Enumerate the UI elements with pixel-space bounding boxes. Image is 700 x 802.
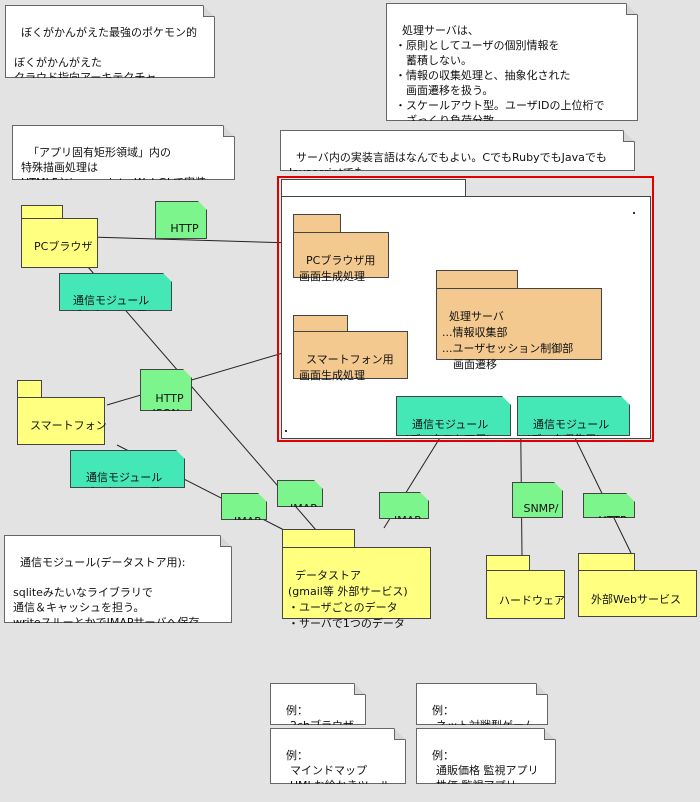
datastore-tab bbox=[282, 529, 355, 548]
example-note-monitor: 例： 通販価格 監視アプリ 株価 監視アプリ bbox=[416, 728, 556, 784]
line-pc-to-pc-render bbox=[89, 236, 294, 244]
external-web-package[interactable]: 外部Webサービス bbox=[578, 570, 697, 617]
server-frame-tab bbox=[281, 179, 466, 197]
html5-note: 「アプリ固有矩形領域」内の 特殊描画処理は HTML5とjavascript、W… bbox=[12, 125, 235, 180]
pc-render-tab bbox=[293, 214, 341, 233]
smartphone-label: スマートフォン bbox=[30, 419, 107, 432]
line-sp-to-sp-render bbox=[106, 349, 294, 406]
http-json-tag-sp: HTTP JSON bbox=[140, 369, 192, 411]
http-json-tag-pc: HTTP JSON bbox=[155, 201, 207, 239]
sp-render-label: スマートフォン用 画面生成処理 bbox=[299, 353, 394, 382]
pc-render-package[interactable]: PCブラウザ用 画面生成処理 bbox=[293, 232, 389, 283]
imap-tag-3: IMAP bbox=[379, 492, 429, 519]
example-note-game: 例： ネット対戦型ゲーム bbox=[416, 683, 548, 725]
datastore-label: データストア (gmail等 外部サービス) ・ユーザごとのデータ ・サーバで1… bbox=[288, 569, 408, 630]
comm-module-note-text: 通信モジュール(データストア用): sqliteみたいなライブラリで 通信＆キャ… bbox=[13, 556, 200, 629]
comm-module-tag-pc: 通信モジュール (データストア用) bbox=[59, 273, 172, 311]
frame-dot-top bbox=[633, 212, 635, 214]
sp-render-package[interactable]: スマートフォン用 画面生成処理 bbox=[293, 331, 408, 382]
hardware-package[interactable]: ハードウェア bbox=[486, 570, 565, 619]
frame-dot-bottom bbox=[285, 430, 287, 432]
proc-server-package[interactable]: 処理サーバ ...情報収集部 ...ユーザセッション制御部 画面遷移 bbox=[436, 288, 602, 371]
server-policy-note-text: 処理サーバは、 ・原則としてユーザの個別情報を 蓄積しない。 ・情報の収集処理と… bbox=[395, 24, 605, 127]
sp-render-tab bbox=[293, 315, 348, 332]
comm-module-note: 通信モジュール(データストア用): sqliteみたいなライブラリで 通信＆キャ… bbox=[4, 535, 232, 623]
imap-tag-2: IMAP bbox=[277, 480, 323, 507]
smartphone-tab bbox=[17, 380, 42, 398]
snmp-http-tag: SNMP/ HTTP bbox=[512, 482, 563, 518]
smartphone-package[interactable]: スマートフォン bbox=[17, 397, 107, 445]
example-note-mindmap: 例： マインドマップ UMLお絵かきツール bbox=[270, 728, 406, 784]
hardware-label: ハードウェア bbox=[499, 594, 565, 607]
external-web-tab bbox=[578, 553, 635, 571]
server-frame bbox=[277, 176, 654, 442]
pc-browser-package[interactable]: PCブラウザ bbox=[21, 218, 98, 268]
title-note-text: ぼくがかんがえた最強のポケモン的 ぼくがかんがえた クラウド指向アーキテクチャ bbox=[14, 26, 197, 84]
datastore-package[interactable]: データストア (gmail等 外部サービス) ・ユーザごとのデータ ・サーバで1… bbox=[282, 547, 431, 630]
pc-browser-tab bbox=[21, 205, 63, 219]
hardware-tab bbox=[486, 555, 530, 571]
server-language-note: サーバ内の実装言語はなんでもよい。CでもRubyでもJavaでも Javascr… bbox=[280, 130, 635, 171]
proc-server-label: 処理サーバ ...情報収集部 ...ユーザセッション制御部 画面遷移 bbox=[442, 310, 574, 371]
comm-module-tag-sp: 通信モジュール (データストア用) bbox=[70, 450, 185, 488]
pc-render-label: PCブラウザ用 画面生成処理 bbox=[299, 254, 376, 283]
imap-tag-1: IMAP bbox=[221, 493, 267, 520]
http-tag: HTTP bbox=[583, 493, 635, 518]
pc-browser-label: PCブラウザ bbox=[34, 240, 93, 253]
server-policy-note: 処理サーバは、 ・原則としてユーザの個別情報を 蓄積しない。 ・情報の収集処理と… bbox=[386, 3, 638, 121]
comm-module-tag-server-datastore: 通信モジュール (データストア用) bbox=[396, 396, 511, 436]
proc-server-tab bbox=[436, 270, 518, 289]
comm-module-tag-server-collect: 通信モジュール (データ収集用) bbox=[517, 396, 630, 436]
title-note: ぼくがかんがえた最強のポケモン的 ぼくがかんがえた クラウド指向アーキテクチャ bbox=[5, 5, 215, 78]
external-web-label: 外部Webサービス bbox=[591, 593, 681, 606]
example-note-2ch: 例： 2chブラウザ bbox=[270, 683, 366, 725]
